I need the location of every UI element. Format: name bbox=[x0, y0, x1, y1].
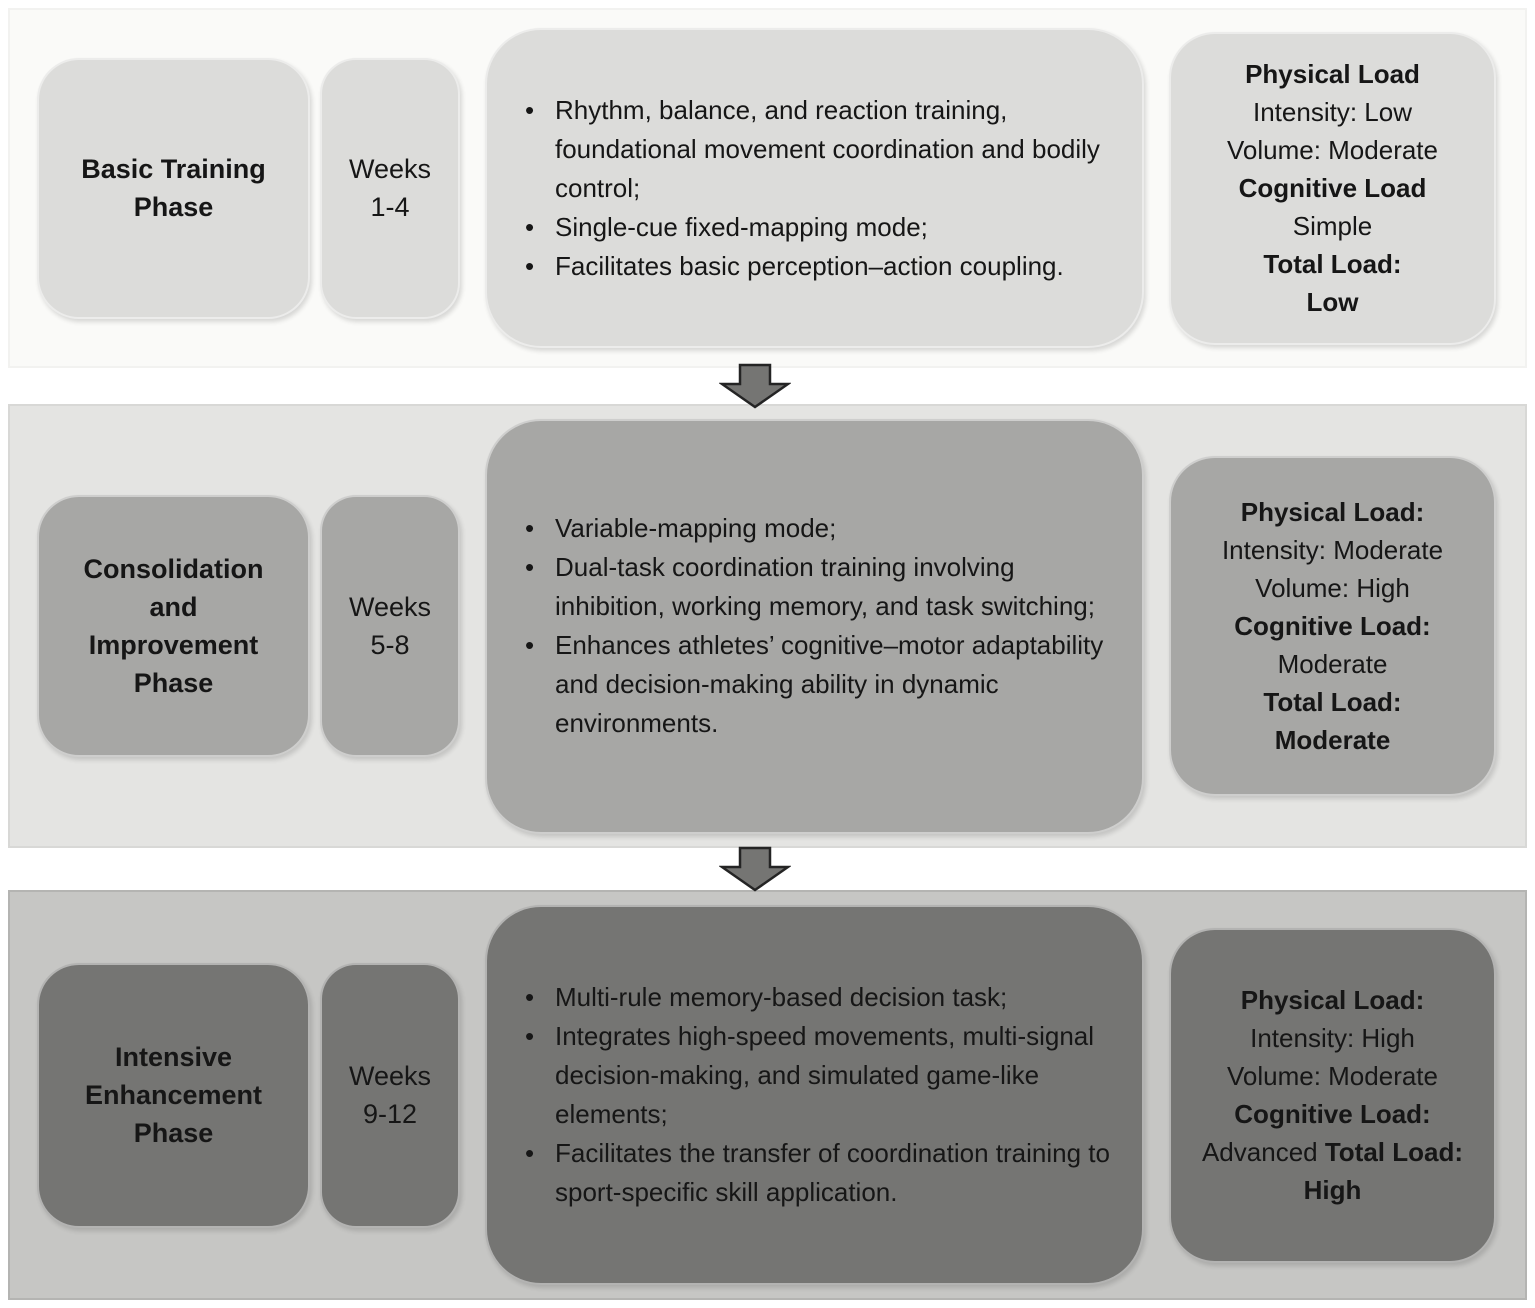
bullet-item: Variable-mapping mode; bbox=[517, 509, 1112, 548]
load-text-segment: High bbox=[1303, 1175, 1362, 1205]
load-line: Intensity: Low bbox=[1189, 93, 1476, 131]
load-line: Moderate bbox=[1189, 721, 1476, 759]
bullet-item: Single-cue fixed-mapping mode; bbox=[517, 208, 1112, 247]
load-text-segment: Low bbox=[1306, 287, 1359, 317]
load-text-segment: Cognitive Load bbox=[1238, 173, 1427, 203]
load-text-segment: Total Load: bbox=[1324, 1137, 1464, 1167]
phase-name-line: Intensive bbox=[114, 1042, 233, 1072]
connector bbox=[8, 846, 1527, 892]
load-line: Volume: Moderate bbox=[1189, 131, 1476, 169]
load-line: Cognitive Load bbox=[1189, 169, 1476, 207]
weeks-label: Weeks bbox=[348, 592, 432, 622]
load-line: Volume: High bbox=[1189, 569, 1476, 607]
load-line: Volume: Moderate bbox=[1189, 1057, 1476, 1095]
weeks-range: 1-4 bbox=[370, 192, 410, 222]
weeks-box: Weeks 1-4 bbox=[320, 57, 460, 319]
bullet-list: Rhythm, balance, and reaction training, … bbox=[517, 91, 1112, 286]
load-text-segment: Intensity: Moderate bbox=[1221, 535, 1444, 565]
load-line: Low bbox=[1189, 283, 1476, 321]
connector bbox=[8, 363, 1527, 409]
load-text-segment: Intensity: Low bbox=[1253, 97, 1412, 127]
load-text-segment: Volume: Moderate bbox=[1226, 135, 1438, 165]
load-text-segment: Physical Load: bbox=[1240, 985, 1425, 1015]
bullet-item: Facilitates the transfer of coordination… bbox=[517, 1134, 1112, 1212]
load-line: Physical Load: bbox=[1189, 493, 1476, 531]
load-text-segment: Advanced bbox=[1201, 1137, 1325, 1167]
load-text-segment: Volume: Moderate bbox=[1226, 1061, 1438, 1091]
load-line: Intensity: High bbox=[1189, 1019, 1476, 1057]
load-line: Advanced Total Load: bbox=[1189, 1133, 1476, 1171]
load-line: Cognitive Load: bbox=[1189, 1095, 1476, 1133]
load-text-segment: Intensity: High bbox=[1250, 1023, 1415, 1053]
load-text-segment: Moderate bbox=[1274, 725, 1391, 755]
bullet-item: Dual-task coordination training involvin… bbox=[517, 548, 1112, 626]
phase-name-line: Improvement bbox=[88, 630, 259, 660]
load-line: Total Load: bbox=[1189, 683, 1476, 721]
load-line: Total Load: bbox=[1189, 245, 1476, 283]
load-text-segment: Physical Load bbox=[1245, 59, 1420, 89]
bullet-item: Rhythm, balance, and reaction training, … bbox=[517, 91, 1112, 208]
load-text-segment: Simple bbox=[1292, 211, 1373, 241]
weeks-label: Weeks bbox=[348, 1061, 432, 1091]
down-arrow-icon bbox=[719, 363, 792, 409]
phase-name-line: Phase bbox=[133, 1118, 214, 1148]
bullet-item: Facilitates basic perception–action coup… bbox=[517, 247, 1112, 286]
load-line: Physical Load bbox=[1189, 55, 1476, 93]
weeks-range: 5-8 bbox=[370, 630, 410, 660]
weeks-label: Weeks bbox=[348, 154, 432, 184]
down-arrow-icon bbox=[719, 846, 792, 892]
load-text-segment: Physical Load: bbox=[1240, 497, 1425, 527]
load-text-segment: Cognitive Load: bbox=[1234, 1099, 1431, 1129]
bullet-item: Integrates high-speed movements, multi-s… bbox=[517, 1017, 1112, 1134]
bullet-list: Multi-rule memory-based decision task;In… bbox=[517, 978, 1112, 1212]
bullets-box: Multi-rule memory-based decision task;In… bbox=[485, 905, 1144, 1285]
load-line: Moderate bbox=[1189, 645, 1476, 683]
bullet-item: Multi-rule memory-based decision task; bbox=[517, 978, 1112, 1017]
load-line: Cognitive Load: bbox=[1189, 607, 1476, 645]
load-line: Intensity: Moderate bbox=[1189, 531, 1476, 569]
phase-name-line: Basic Training bbox=[81, 154, 266, 184]
load-line: Simple bbox=[1189, 207, 1476, 245]
load-text-segment: Total Load: bbox=[1263, 249, 1402, 279]
bullet-item: Enhances athletes’ cognitive–motor adapt… bbox=[517, 626, 1112, 743]
load-text-segment: Volume: High bbox=[1255, 573, 1410, 603]
load-text-segment: Cognitive Load: bbox=[1234, 611, 1431, 641]
weeks-box: Weeks 9-12 bbox=[320, 962, 460, 1228]
weeks-range: 9-12 bbox=[362, 1099, 418, 1129]
phase-name-line: and bbox=[149, 592, 198, 622]
phase-name-line: Enhancement bbox=[84, 1080, 263, 1110]
load-line: High bbox=[1189, 1171, 1476, 1209]
phase-name-line: Phase bbox=[133, 192, 214, 222]
bullets-box: Variable-mapping mode;Dual-task coordina… bbox=[485, 418, 1144, 834]
weeks-box: Weeks 5-8 bbox=[320, 495, 460, 757]
load-line: Physical Load: bbox=[1189, 981, 1476, 1019]
load-text-segment: Moderate bbox=[1277, 649, 1388, 679]
phase-name-line: Consolidation bbox=[83, 554, 264, 584]
bullets-box: Rhythm, balance, and reaction training, … bbox=[485, 28, 1144, 348]
load-text-segment: Total Load: bbox=[1263, 687, 1402, 717]
bullet-list: Variable-mapping mode;Dual-task coordina… bbox=[517, 509, 1112, 743]
phase-name-line: Phase bbox=[133, 668, 214, 698]
